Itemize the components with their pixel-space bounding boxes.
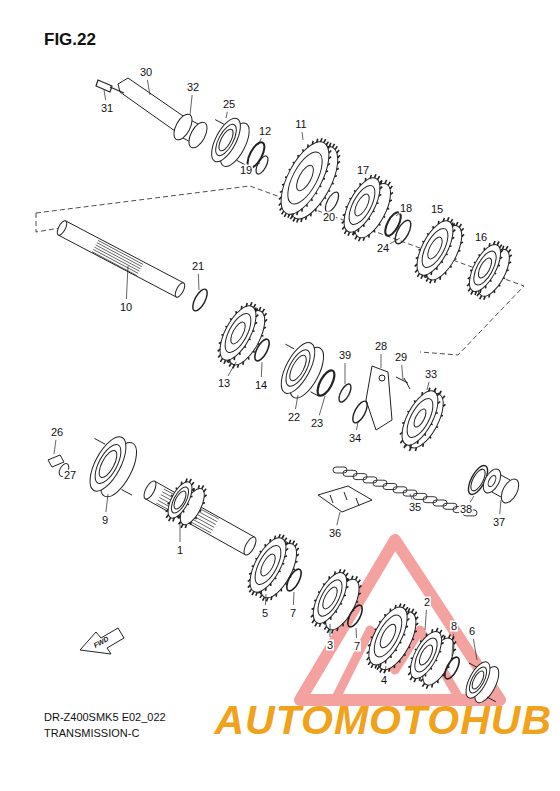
callout-number: 36 (328, 528, 342, 539)
callout-number: 30 (139, 67, 153, 78)
callout-number: 6 (468, 626, 476, 637)
parts (48, 78, 522, 706)
callout-number: 25 (222, 99, 236, 110)
callout-number: 24 (376, 243, 390, 254)
callout-number: 1 (176, 545, 184, 556)
watermark: AUTOMOTOHUB (215, 700, 552, 741)
callout-number: 23 (310, 418, 324, 429)
forward-arrow (80, 628, 124, 654)
figure-title: FIG.22 (44, 31, 96, 48)
caption-text: TRANSMISSION-C (44, 728, 139, 739)
callout-number: 21 (191, 261, 205, 272)
group-outline (36, 186, 524, 355)
callout-number: 29 (394, 352, 408, 363)
callout-number: 20 (322, 212, 336, 223)
callout-number: 10 (119, 302, 133, 313)
watermark-logo (300, 540, 500, 700)
callout-number: 4 (380, 675, 388, 686)
callout-number: 9 (101, 515, 109, 526)
callout-number: 33 (424, 369, 438, 380)
callout-number: 18 (399, 203, 413, 214)
callout-number: 34 (348, 433, 362, 444)
callout-number: 26 (50, 427, 64, 438)
callout-number: 5 (261, 608, 269, 619)
leader-lines (54, 80, 501, 672)
callout-number: 13 (217, 378, 231, 389)
callout-number: 38 (459, 504, 473, 515)
callout-number: 32 (186, 82, 200, 93)
caption-text: DR-Z400SMK5 E02_022 (44, 712, 166, 723)
callout-number: 7 (289, 608, 297, 619)
callout-number: 11 (294, 119, 307, 130)
callout-number: 7 (353, 641, 361, 652)
callout-number: 19 (239, 165, 253, 176)
callout-number: 8 (450, 621, 458, 632)
callout-number: 17 (356, 165, 370, 176)
callout-number: 15 (430, 204, 444, 215)
callout-number: 31 (100, 103, 114, 114)
callout-number: 12 (258, 126, 272, 137)
callout-number: 14 (254, 380, 268, 391)
callout-number: 3 (326, 640, 334, 651)
callout-number: 37 (492, 517, 506, 528)
callout-number: 22 (287, 412, 301, 423)
callout-number: 28 (374, 341, 388, 352)
callout-number: 16 (474, 232, 488, 243)
callout-number: 27 (63, 470, 77, 481)
callout-number: 39 (338, 350, 352, 361)
callout-number: 2 (423, 597, 431, 608)
callout-number: 35 (408, 502, 422, 513)
